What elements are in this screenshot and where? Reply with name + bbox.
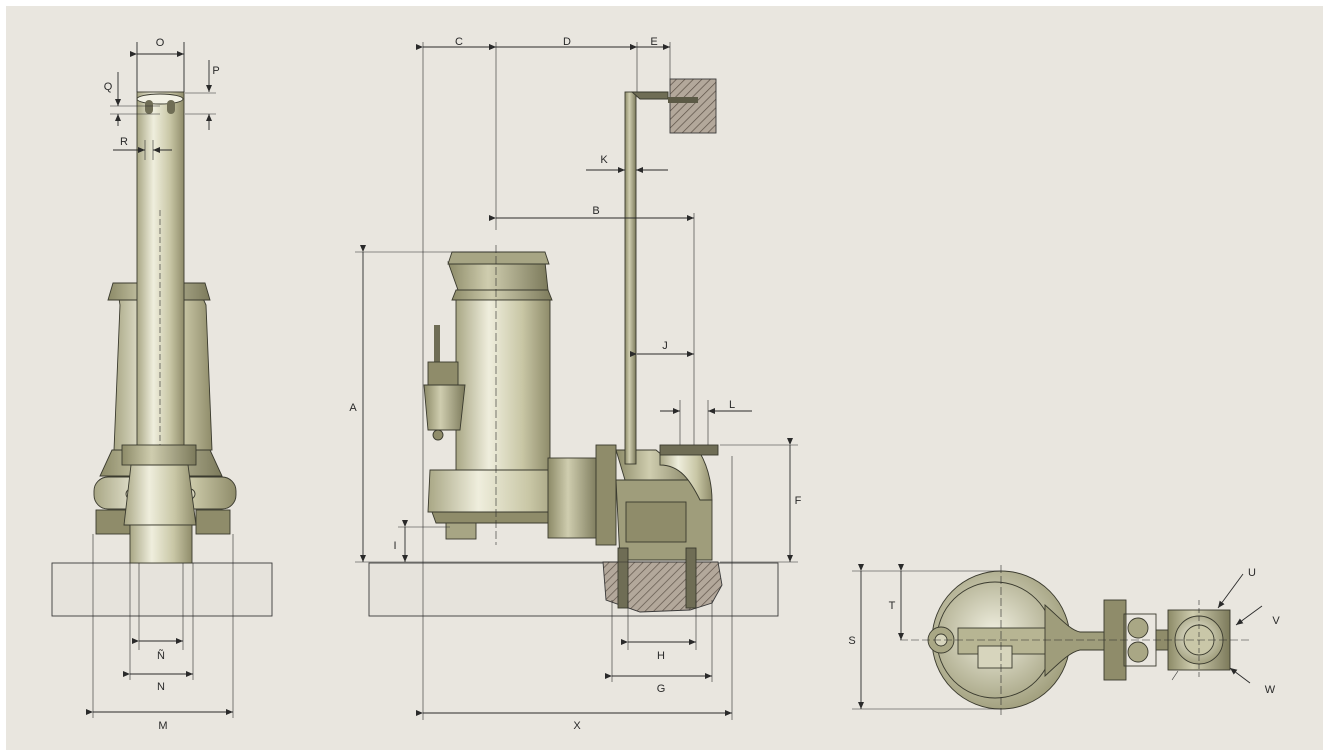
label-S: S <box>848 635 855 647</box>
label-Q: Q <box>104 81 113 93</box>
label-R: R <box>120 136 128 148</box>
top-view: S T U V W <box>848 564 1280 715</box>
label-C: C <box>455 36 463 48</box>
side-view: C D E K B A J L F I H G X <box>349 36 801 732</box>
label-X: X <box>573 720 581 732</box>
drawing-frame <box>6 6 1323 750</box>
label-F: F <box>795 495 802 507</box>
label-L: L <box>729 399 735 411</box>
label-I: I <box>393 540 396 552</box>
front-view: O P Q R Ñ N M <box>51 37 273 732</box>
front-guide-rail <box>136 91 185 465</box>
label-U: U <box>1248 567 1256 579</box>
front-view-base-slab <box>51 562 273 617</box>
label-E: E <box>650 36 657 48</box>
label-D: D <box>563 36 571 48</box>
label-J: J <box>662 340 668 352</box>
pump-motor-housing <box>455 299 551 471</box>
label-W: W <box>1265 684 1276 696</box>
front-discharge-cone <box>123 464 197 526</box>
label-H: H <box>657 650 665 662</box>
side-guide-rail <box>624 91 637 465</box>
outlet-flange <box>659 444 719 456</box>
label-N-tilde: Ñ <box>157 649 165 662</box>
label-G: G <box>657 683 666 695</box>
label-O: O <box>156 37 165 49</box>
label-B: B <box>592 205 599 217</box>
label-M: M <box>158 720 167 732</box>
pump-handle <box>447 251 550 265</box>
label-K: K <box>600 154 608 166</box>
label-A: A <box>349 402 357 414</box>
wall-bracket-mount <box>669 78 717 134</box>
label-N: N <box>157 681 165 693</box>
label-P: P <box>212 65 219 77</box>
label-T: T <box>889 600 896 612</box>
label-V: V <box>1272 615 1280 627</box>
